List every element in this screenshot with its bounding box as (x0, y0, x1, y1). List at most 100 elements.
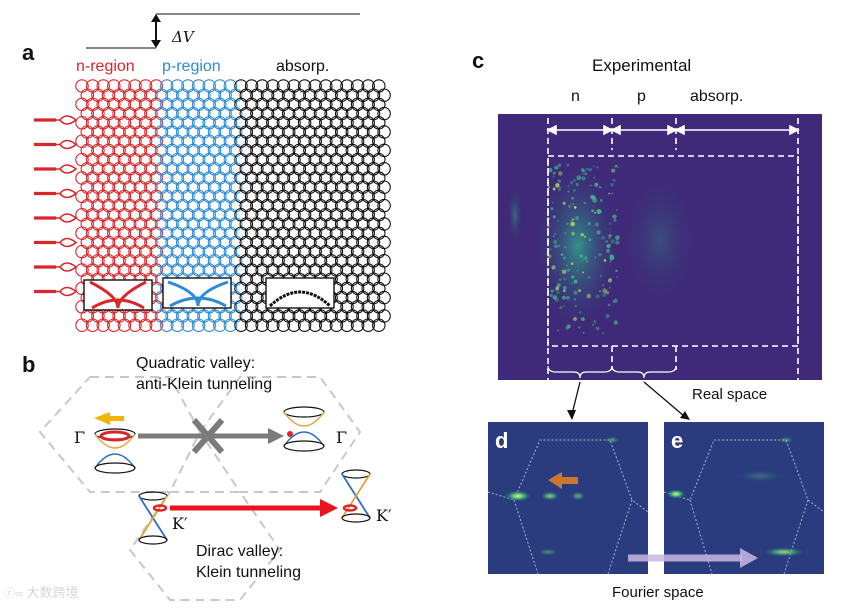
speckle-dot (605, 248, 611, 253)
speckle-dot (615, 164, 618, 167)
speckle-dot (556, 283, 561, 288)
speckle-dot (583, 202, 586, 204)
k-prime-left-label: K′ (172, 514, 188, 533)
speckle-dot (610, 183, 614, 187)
lattice-ring (117, 318, 132, 332)
speckle-dot (611, 192, 614, 195)
gamma-left-lower-band (94, 453, 136, 469)
speckle-dot (552, 215, 556, 219)
speckle-dot (571, 197, 574, 200)
speckle-dot (561, 295, 566, 300)
speckle-dot (568, 204, 572, 208)
cross-mark-b (191, 418, 225, 454)
speckle-dot (602, 284, 605, 287)
watermark-logo-icon: ⓒ∞ (4, 588, 23, 600)
input-lead (34, 115, 78, 125)
speckle-dot (586, 293, 592, 299)
speckle-dot (594, 256, 597, 259)
speckle-dot (594, 222, 599, 227)
p-band-curve-2 (169, 296, 227, 308)
speckle-dot (582, 332, 585, 334)
speckle-dot (598, 186, 602, 189)
lattice-ring (107, 318, 121, 332)
speckle-dot (552, 201, 554, 204)
speckle-dot (608, 286, 611, 289)
speckle-dot (605, 291, 610, 295)
speckle-dot (575, 182, 579, 187)
gamma-right-state-dot (287, 431, 293, 437)
d-peak-4 (604, 436, 620, 444)
speckle-dot (616, 209, 618, 211)
speckle-dot (581, 259, 584, 262)
speckle-dot (563, 278, 566, 281)
p-brace (611, 365, 677, 379)
experimental-title: Experimental (592, 56, 692, 75)
lattice-ring (85, 318, 100, 332)
speckle-dot (576, 269, 579, 272)
n-band-curve-2 (91, 298, 145, 310)
speckle-dot (573, 290, 578, 295)
speckle-dot (611, 168, 616, 173)
gamma-right-lower-band (283, 431, 325, 447)
speckle-dot (595, 326, 600, 331)
n-brace (547, 365, 613, 379)
speckle-dot (553, 186, 556, 189)
speckle-pattern (546, 163, 620, 335)
speckle-dot (570, 262, 574, 265)
e-peak-3 (778, 436, 794, 444)
speckle-dot (551, 265, 556, 270)
speckle-dot (547, 185, 551, 189)
lattice-ring (308, 318, 322, 332)
speckle-dot (566, 163, 570, 167)
gamma-left-fermi-ring (99, 430, 131, 442)
fourier-translation-arrowhead (740, 548, 758, 568)
speckle-dot (553, 235, 555, 237)
speckle-dot (607, 303, 611, 307)
incoming-wave-arrow (94, 412, 124, 425)
speckle-dot (571, 282, 573, 285)
blocked-arrowhead (268, 428, 284, 444)
speckle-dot (557, 185, 562, 190)
gamma-left-cone-bottom (94, 462, 136, 474)
delta-v-arrowhead-up (151, 14, 161, 22)
speckle-dot (554, 286, 560, 291)
input-lead (34, 139, 78, 150)
input-lead (34, 213, 78, 223)
p-region-label: p-region (162, 58, 221, 75)
speckle-dot (547, 167, 553, 173)
speckle-dot (594, 182, 599, 187)
speckle-dot (574, 305, 577, 308)
lattice-ring (372, 318, 386, 332)
speckle-dot (602, 332, 605, 335)
speckle-dot (613, 298, 618, 304)
input-lead (34, 286, 78, 297)
brillouin-hexagon-right (198, 376, 362, 493)
speckle-dot (563, 286, 567, 290)
k-left-cone-bottom (138, 535, 168, 545)
lattice-ring (297, 318, 312, 332)
lattice-ring (319, 318, 333, 332)
gamma-right-upper-band (283, 411, 325, 427)
speckle-dot (561, 269, 564, 272)
d-peak-5 (538, 548, 558, 556)
delta-v-arrowhead-down (151, 40, 161, 48)
speckle-dot (613, 218, 617, 222)
speckle-dot (557, 163, 562, 167)
speckle-dot (581, 317, 585, 321)
d-hexagon-grid (487, 439, 649, 575)
speckle-dot (574, 216, 580, 221)
speckle-dot (565, 269, 567, 272)
n-band-curve (89, 280, 147, 309)
speckle-dot (592, 323, 594, 326)
speckle-dot (587, 275, 591, 279)
lattice-ring (149, 318, 163, 332)
speckle-dot (571, 202, 575, 206)
speckle-dot (616, 276, 619, 278)
panel-e-letter: e (671, 428, 684, 453)
lattice-ring (350, 318, 365, 332)
k-right-fermi-ring (342, 504, 358, 512)
lattice-ring (191, 318, 206, 332)
k-right-cone-bottom (341, 513, 371, 523)
